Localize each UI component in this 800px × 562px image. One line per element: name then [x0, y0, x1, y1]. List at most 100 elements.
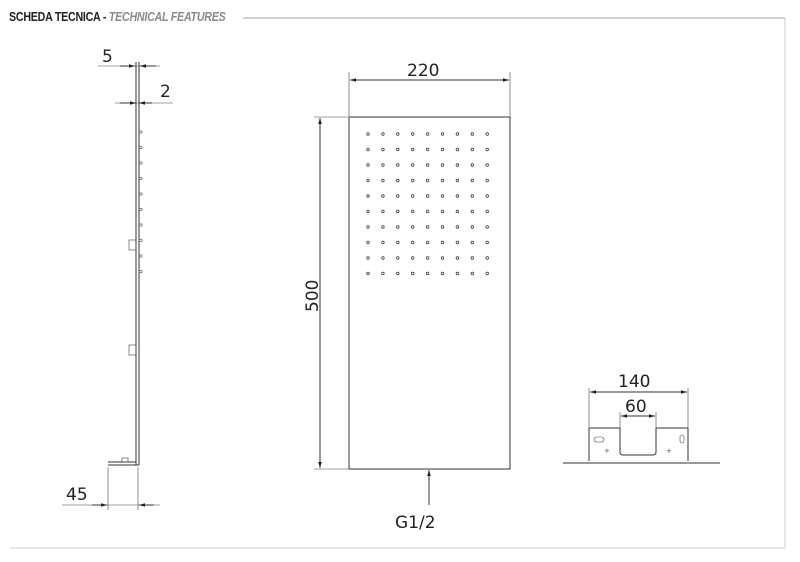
- dim-side-foot: 45: [66, 485, 88, 505]
- nozzle: [425, 225, 430, 229]
- dim-bracket-width: 140: [618, 372, 650, 392]
- nozzle: [485, 163, 489, 167]
- nozzle: [425, 163, 430, 167]
- nozzle: [470, 132, 474, 136]
- nozzle: [440, 194, 445, 198]
- nozzle: [366, 163, 370, 167]
- nozzle: [396, 132, 400, 136]
- nozzle: [485, 132, 489, 136]
- nozzle: [470, 178, 474, 183]
- nozzle: [425, 271, 430, 276]
- nozzle: [411, 209, 415, 214]
- nozzle: [381, 271, 385, 276]
- nozzle: [396, 209, 400, 214]
- nozzle: [470, 194, 474, 198]
- header-subtitle: TECHNICAL FEATURES: [108, 9, 226, 24]
- nozzle-pin: [138, 161, 143, 165]
- nozzle: [455, 178, 460, 183]
- nozzle: [425, 194, 430, 198]
- nozzle: [440, 147, 445, 152]
- nozzle: [366, 178, 370, 183]
- nozzle: [381, 209, 385, 214]
- nozzle: [366, 209, 370, 214]
- dim-side-thickness: 5: [102, 47, 113, 67]
- nozzle: [381, 194, 385, 198]
- nozzle: [396, 178, 400, 183]
- nozzle: [485, 147, 489, 152]
- nozzle: [366, 271, 370, 276]
- nozzle: [440, 132, 445, 136]
- nozzle: [470, 271, 474, 276]
- header-separator: -: [100, 9, 109, 24]
- nozzle: [440, 225, 445, 229]
- side-view: 5 2 45: [62, 47, 173, 510]
- nozzle: [455, 163, 460, 167]
- nozzle: [440, 163, 445, 167]
- nozzle: [485, 209, 489, 214]
- nozzle: [470, 163, 474, 167]
- dim-front-height: 500: [303, 280, 323, 312]
- nozzle: [381, 240, 385, 245]
- nozzle: [411, 240, 415, 245]
- nozzle: [485, 240, 489, 245]
- nozzle: [440, 271, 445, 276]
- nozzle: [440, 256, 445, 260]
- nozzle: [381, 256, 385, 260]
- nozzle: [425, 240, 430, 245]
- nozzle: [366, 240, 370, 245]
- nozzle: [396, 256, 400, 260]
- nozzle: [470, 256, 474, 260]
- svg-text:+: +: [604, 447, 610, 455]
- dim-bracket-inner: 60: [625, 397, 647, 417]
- dim-front-width: 220: [407, 61, 439, 81]
- nozzle: [411, 271, 415, 276]
- nozzle: [366, 194, 370, 198]
- nozzle: [396, 225, 400, 229]
- bracket-view: + + 140 60: [563, 372, 720, 464]
- nozzle-pin: [138, 208, 143, 211]
- nozzle: [455, 132, 460, 136]
- nozzle: [366, 225, 370, 229]
- nozzle: [411, 163, 415, 167]
- nozzle: [396, 194, 400, 198]
- nozzle: [411, 194, 415, 198]
- header-title: SCHEDA TECNICA: [9, 9, 101, 24]
- nozzle: [381, 178, 385, 183]
- nozzle: [396, 271, 400, 276]
- dim-connection: G1/2: [395, 513, 436, 533]
- nozzle-pin: [138, 146, 143, 149]
- nozzle: [366, 147, 370, 152]
- nozzle: [396, 163, 400, 167]
- nozzle-pin: [138, 192, 143, 196]
- nozzle: [411, 256, 415, 260]
- nozzle: [455, 271, 460, 276]
- nozzle: [485, 256, 489, 260]
- nozzle: [485, 178, 489, 183]
- nozzle: [455, 209, 460, 214]
- nozzle: [381, 225, 385, 229]
- nozzle: [425, 132, 430, 136]
- dim-side-inner: 2: [160, 82, 171, 102]
- nozzle: [396, 240, 400, 245]
- nozzle: [470, 209, 474, 214]
- nozzle: [470, 147, 474, 152]
- nozzle: [455, 256, 460, 260]
- nozzle: [470, 225, 474, 229]
- nozzle: [411, 147, 415, 152]
- nozzle-pin: [138, 239, 143, 242]
- nozzle: [455, 240, 460, 245]
- nozzle: [440, 240, 445, 245]
- nozzle: [455, 194, 460, 198]
- nozzle: [411, 132, 415, 136]
- nozzle: [440, 209, 445, 214]
- nozzle: [396, 147, 400, 152]
- nozzle: [485, 225, 489, 229]
- nozzle: [455, 147, 460, 152]
- nozzle: [381, 132, 385, 136]
- front-view: 220 500 G1/2: [303, 61, 511, 533]
- section-header: SCHEDA TECNICA - TECHNICAL FEATURES: [9, 9, 226, 24]
- nozzle: [366, 132, 370, 136]
- nozzle-pin: [138, 177, 143, 180]
